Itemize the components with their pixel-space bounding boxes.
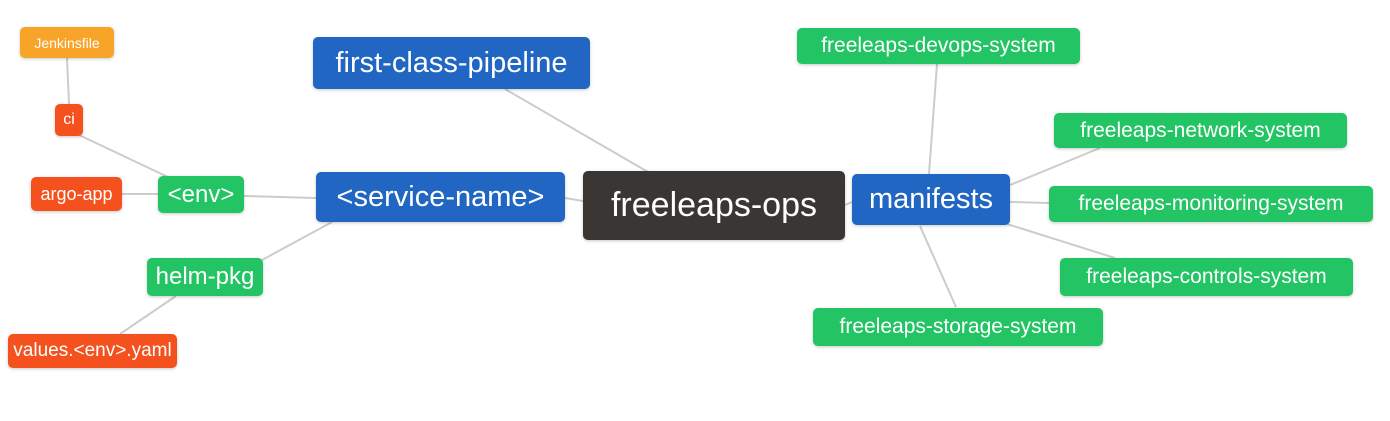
edge-first-class-pipeline-root — [504, 88, 649, 173]
node-argo-app[interactable]: argo-app — [31, 177, 122, 211]
edge-root-manifests — [844, 201, 853, 206]
node-helm-pkg[interactable]: helm-pkg — [147, 258, 263, 296]
node-controls-system[interactable]: freeleaps-controls-system — [1060, 258, 1353, 296]
node-service-name[interactable]: <service-name> — [316, 172, 565, 222]
node-env[interactable]: <env> — [158, 176, 244, 213]
edge-env-service-name — [243, 195, 317, 199]
node-storage-system[interactable]: freeleaps-storage-system — [813, 308, 1103, 346]
node-ci[interactable]: ci — [55, 104, 83, 136]
node-jenkinsfile[interactable]: Jenkinsfile — [20, 27, 114, 58]
edge-manifests-network — [1009, 147, 1101, 186]
node-manifests[interactable]: manifests — [852, 174, 1010, 225]
edge-manifests-controls — [1006, 223, 1116, 259]
edge-manifests-devops — [928, 63, 938, 175]
edge-helm-pkg-values — [119, 295, 177, 335]
node-freeleaps-ops[interactable]: freeleaps-ops — [583, 171, 845, 240]
edge-manifests-storage — [919, 225, 957, 308]
node-values-env-yaml[interactable]: values.<env>.yaml — [8, 334, 177, 368]
edge-service-name-helm-pkg — [261, 221, 333, 261]
node-monitoring-system[interactable]: freeleaps-monitoring-system — [1049, 186, 1373, 222]
edge-manifests-monitoring — [1009, 201, 1050, 204]
edge-jenkinsfile-ci — [66, 57, 70, 105]
edge-ci-env — [78, 134, 171, 179]
node-first-class-pipeline[interactable]: first-class-pipeline — [313, 37, 590, 89]
edge-service-name-root — [564, 197, 584, 202]
node-devops-system[interactable]: freeleaps-devops-system — [797, 28, 1080, 64]
node-network-system[interactable]: freeleaps-network-system — [1054, 113, 1347, 148]
